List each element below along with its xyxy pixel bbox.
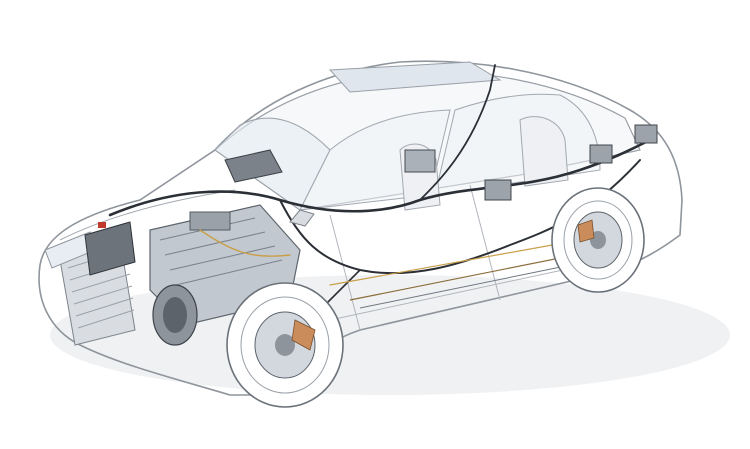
battery bbox=[84, 221, 136, 276]
car-body-outline bbox=[38, 60, 683, 396]
front-wheel bbox=[226, 282, 344, 408]
ground-shadow bbox=[50, 275, 730, 395]
abs-module bbox=[484, 179, 512, 201]
sunroof bbox=[328, 61, 502, 93]
brake-disc-rear bbox=[573, 211, 623, 269]
rear-module bbox=[589, 124, 658, 164]
dashboard-module bbox=[224, 149, 283, 183]
hood-line bbox=[59, 189, 236, 241]
seat-rear bbox=[519, 116, 569, 187]
rear-wheel bbox=[551, 187, 645, 293]
side-mirror bbox=[289, 209, 315, 227]
brake-disc-front bbox=[254, 311, 316, 379]
control-unit-mid bbox=[404, 149, 436, 173]
alternator bbox=[152, 284, 198, 346]
sill-line bbox=[329, 261, 601, 321]
side-window-rear bbox=[434, 93, 601, 196]
